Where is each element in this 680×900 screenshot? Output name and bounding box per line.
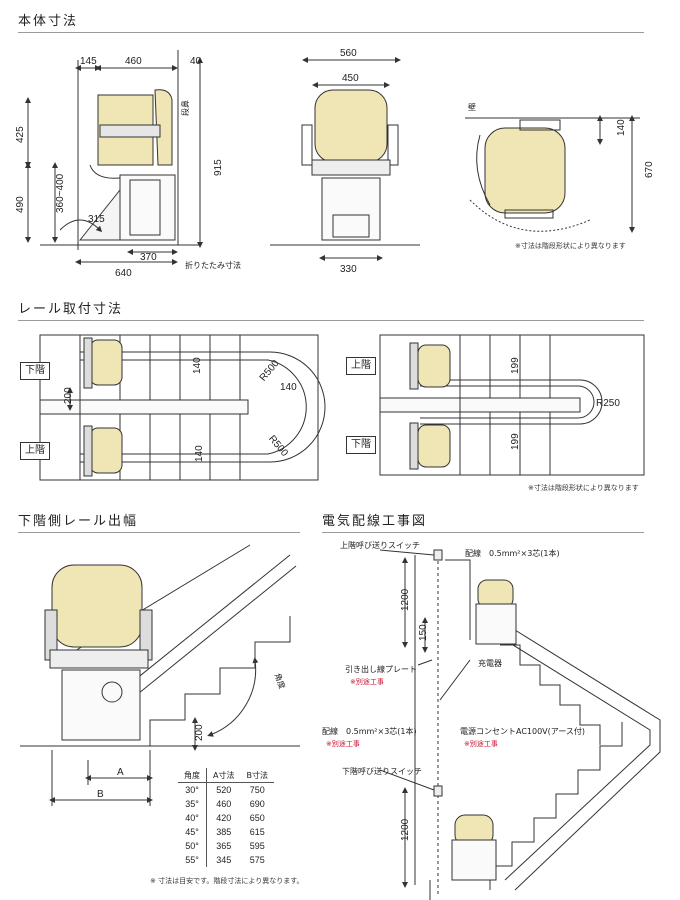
table-cell: 345 — [216, 855, 232, 865]
dim-425: 425 — [15, 126, 26, 143]
table-cell: 45° — [178, 825, 207, 839]
dim-150: 150 — [418, 624, 429, 641]
table-cell: 750 — [249, 785, 265, 795]
dim-490: 490 — [15, 196, 26, 213]
outlet-label: 電源コンセントAC100V(アース付) — [460, 726, 585, 736]
table-row: 55° 345 575 — [178, 853, 274, 867]
dim-460: 460 — [125, 56, 142, 67]
dim-200-rise: 200 — [194, 724, 205, 741]
rail-dim-199a: 199 — [510, 357, 521, 374]
divider — [18, 320, 644, 321]
table-cell: 55° — [178, 853, 207, 867]
table-header: B寸法 — [240, 768, 274, 783]
rail-r250: R250 — [596, 398, 620, 409]
table-cell: 650 — [249, 813, 265, 823]
rail-plan-right — [379, 334, 645, 476]
separate-work-1: ※別途工事 — [350, 677, 384, 686]
section-title-body-dims: 本体寸法 — [18, 14, 79, 29]
table-row: 50° 365 595 — [178, 839, 274, 853]
dim-140: 140 — [616, 119, 627, 136]
fold-dim-label: 折りたたみ寸法 — [185, 260, 241, 270]
table-cell: 575 — [249, 855, 265, 865]
charger-label: 充電器 — [478, 658, 502, 668]
rail-left-lower-floor: 下階 — [20, 362, 50, 380]
table-cell: 365 — [216, 841, 232, 851]
dim-145: 145 — [80, 56, 97, 67]
table-cell: 30° — [178, 782, 207, 797]
divider — [18, 32, 644, 33]
plate-label: 引き出し線プレート — [345, 664, 417, 674]
table-header: 角度 — [178, 768, 207, 783]
top-view-note: ※寸法は階段形状により異なります — [515, 241, 626, 250]
wire-top-label: 配線 0.5mm²×3芯(1本) — [465, 548, 560, 558]
upper-switch-label: 上階呼び送りスイッチ — [340, 540, 420, 550]
top-view — [465, 115, 640, 233]
dim-315: 315 — [88, 214, 105, 225]
table-cell: 385 — [216, 827, 232, 837]
rail-dim-199b: 199 — [510, 433, 521, 450]
rail-dim-200: 200 — [63, 387, 74, 404]
rail-plan-left — [39, 334, 326, 481]
table-cell: 690 — [249, 799, 265, 809]
table-cell: 615 — [249, 827, 265, 837]
table-header-row: 角度 A寸法 B寸法 — [178, 768, 274, 783]
rail-right-upper-floor: 上階 — [346, 357, 376, 375]
side-view — [25, 50, 203, 265]
dim-640: 640 — [115, 268, 132, 279]
section-title-lower-rail: 下階側レール出幅 — [18, 514, 139, 529]
table-row: 35° 460 690 — [178, 797, 274, 811]
table-cell: 520 — [216, 785, 232, 795]
rail-dim-140a: 140 — [192, 357, 203, 374]
wiring-drawing — [379, 549, 661, 900]
separate-work-2: ※別途工事 — [326, 739, 360, 748]
rail-left-upper-floor: 上階 — [20, 442, 50, 460]
table-cell: 40° — [178, 811, 207, 825]
table-row: 40° 420 650 — [178, 811, 274, 825]
angle-dimension-table: 角度 A寸法 B寸法 30° 520 750 35° 460 690 40° 420 650… — [178, 768, 274, 867]
dim-330: 330 — [340, 264, 357, 275]
table-header: A寸法 — [206, 768, 241, 783]
dim-a-label: A — [117, 767, 124, 778]
dim-40: 40 — [190, 56, 202, 67]
divider — [322, 532, 644, 533]
wall-label: 壁 — [468, 102, 476, 112]
angle-label: 角度 — [273, 672, 288, 690]
rail-dim-140b: 140 — [280, 382, 297, 393]
rail-right-lower-floor: 下階 — [346, 436, 376, 454]
divider — [18, 532, 300, 533]
rail-r500a: R500 — [258, 358, 282, 384]
dim-370: 370 — [140, 252, 157, 263]
table-cell: 595 — [249, 841, 265, 851]
section-title-rail-dims: レール取付寸法 — [18, 302, 124, 317]
lower-rail-note: ※ 寸法は目安です。階段寸法により異なります。 — [150, 877, 304, 885]
table-cell: 420 — [216, 813, 232, 823]
dim-670: 670 — [644, 161, 655, 178]
rail-dim-140c: 140 — [194, 445, 205, 462]
section-title-wiring: 電気配線工事図 — [322, 514, 428, 529]
dim-915: 915 — [213, 159, 224, 176]
front-view — [270, 57, 420, 261]
step-label: 段鼻 — [180, 100, 190, 116]
table-cell: 50° — [178, 839, 207, 853]
table-cell: 460 — [216, 799, 232, 809]
dim-1200-bottom: 1200 — [400, 818, 411, 841]
table-row: 30° 520 750 — [178, 782, 274, 797]
wire-mid-label: 配線 0.5mm²×3芯(1本) — [322, 726, 417, 736]
dim-360-400: 360~400 — [55, 173, 66, 213]
dim-560: 560 — [340, 48, 357, 59]
lower-switch-label: 下階呼び送りスイッチ — [342, 766, 422, 776]
dim-b-label: B — [97, 789, 104, 800]
rail-r500b: R500 — [266, 433, 290, 459]
dim-450: 450 — [342, 73, 359, 84]
lower-rail-drawing — [20, 544, 300, 806]
rail-note: ※寸法は階段形状により異なります — [528, 483, 639, 492]
table-row: 45° 385 615 — [178, 825, 274, 839]
separate-work-3: ※別途工事 — [464, 739, 498, 748]
table-cell: 35° — [178, 797, 207, 811]
dim-1200-top: 1200 — [400, 588, 411, 611]
